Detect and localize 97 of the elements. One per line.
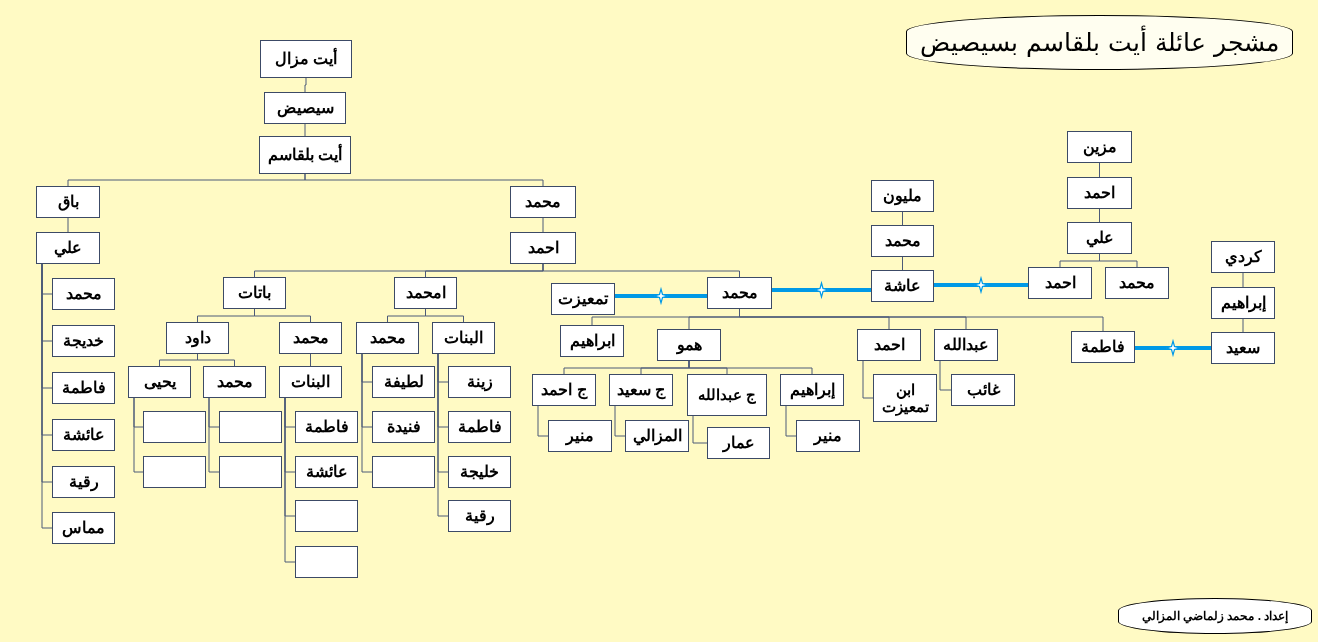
name-box: رقية <box>448 500 511 532</box>
marriage-line <box>772 288 871 292</box>
name-box: أيت مزال <box>260 40 352 78</box>
empty-name-box <box>143 456 206 488</box>
marriage-line <box>615 294 707 298</box>
empty-name-box <box>295 546 358 578</box>
connector-line <box>361 353 373 473</box>
name-box: يحيى <box>128 366 191 398</box>
name-box: داود <box>166 322 229 354</box>
name-box: أيت بلقاسم <box>259 136 351 174</box>
connector-line <box>284 397 296 563</box>
name-box: احمد <box>857 329 921 361</box>
name-box: مليون <box>871 180 934 212</box>
name-box: ابن تمعيزت <box>873 374 937 422</box>
name-box: محمد <box>279 322 342 354</box>
connector-line <box>1099 162 1100 178</box>
name-box: فاطمة <box>52 372 115 404</box>
name-box: عمار <box>707 427 770 459</box>
name-box: ابراهيم <box>560 325 624 357</box>
name-box: فاطمة <box>295 411 358 443</box>
name-box: البنات <box>432 322 495 354</box>
connector-line <box>939 360 952 391</box>
name-box: احمد <box>1067 177 1132 209</box>
name-box: منير <box>796 420 860 452</box>
connector-line <box>310 353 311 367</box>
name-box: البنات <box>279 366 342 398</box>
name-box: محمد <box>356 322 419 354</box>
name-box: سيصيض <box>264 92 346 124</box>
name-box: مماس <box>52 512 115 544</box>
empty-name-box <box>219 456 282 488</box>
name-box: امحمد <box>394 277 457 309</box>
name-box: عائشة <box>295 456 358 488</box>
connector-line <box>688 360 813 375</box>
connector-line <box>785 405 797 437</box>
connector-line <box>542 263 740 278</box>
diagram-title: مشجر عائلة أيت بلقاسم بسيصيض <box>906 15 1293 70</box>
connector-line <box>614 405 626 437</box>
name-box: المزالي <box>625 420 689 452</box>
name-box: محمد <box>203 366 266 398</box>
name-box: عبدالله <box>934 329 998 361</box>
name-box: محمد <box>1105 267 1169 299</box>
name-box: محمد <box>52 278 115 310</box>
name-box: فنيدة <box>372 411 435 443</box>
name-box: محمد <box>707 277 772 309</box>
connector-line <box>67 217 69 233</box>
name-box: همو <box>657 329 721 361</box>
name-box: احمد <box>1028 267 1092 299</box>
name-box: عائشة <box>52 419 115 451</box>
marriage-line <box>934 283 1028 287</box>
name-box: إبراهيم <box>780 374 844 406</box>
name-box: علي <box>36 232 100 264</box>
connector-line <box>304 123 306 137</box>
name-box: سعيد <box>1211 332 1275 364</box>
name-box: احمد <box>510 232 576 264</box>
connector-line <box>1242 272 1244 288</box>
name-box: محمد <box>510 186 576 218</box>
connector-line <box>1099 208 1100 223</box>
empty-name-box <box>143 411 206 443</box>
empty-name-box <box>372 456 435 488</box>
connector-line <box>304 77 307 93</box>
name-box: محمد <box>871 225 934 257</box>
name-box: خديجة <box>52 325 115 357</box>
connector-line <box>304 173 544 187</box>
empty-name-box <box>219 411 282 443</box>
connector-line <box>862 360 874 399</box>
name-box: إبراهيم <box>1211 287 1275 319</box>
marriage-line <box>1135 346 1211 350</box>
empty-name-box <box>295 500 358 532</box>
credit-caption: إعداد . محمد زلماضي المزالي <box>1118 598 1312 634</box>
connector-line <box>537 405 549 437</box>
connector-line <box>902 256 903 271</box>
name-box: تمعيزت <box>551 283 615 315</box>
name-box: فاطمة <box>448 411 511 443</box>
name-box: رقية <box>52 466 115 498</box>
name-box: ج عبدالله <box>687 374 767 416</box>
name-box: باق <box>36 186 100 218</box>
name-box: منير <box>548 420 612 452</box>
name-box: عاشة <box>871 270 934 302</box>
connector-line <box>902 211 903 226</box>
connector-line <box>437 353 449 517</box>
name-box: علي <box>1067 222 1132 254</box>
name-box: لطيفة <box>372 366 435 398</box>
name-box: كردي <box>1211 241 1275 273</box>
name-box: ج احمد <box>532 374 596 406</box>
name-box: خليجة <box>448 456 511 488</box>
connector-line <box>41 263 53 529</box>
connector-line <box>692 415 708 444</box>
connector-line <box>542 217 544 233</box>
name-box: فاطمة <box>1071 331 1135 363</box>
name-box: زينة <box>448 366 511 398</box>
name-box: ج سعيد <box>609 374 673 406</box>
connector-line <box>208 397 220 473</box>
connector-line <box>1242 318 1244 333</box>
name-box: مزين <box>1067 131 1132 163</box>
name-box: غائب <box>951 374 1015 406</box>
name-box: باتات <box>223 277 286 309</box>
connector-line <box>133 397 144 473</box>
